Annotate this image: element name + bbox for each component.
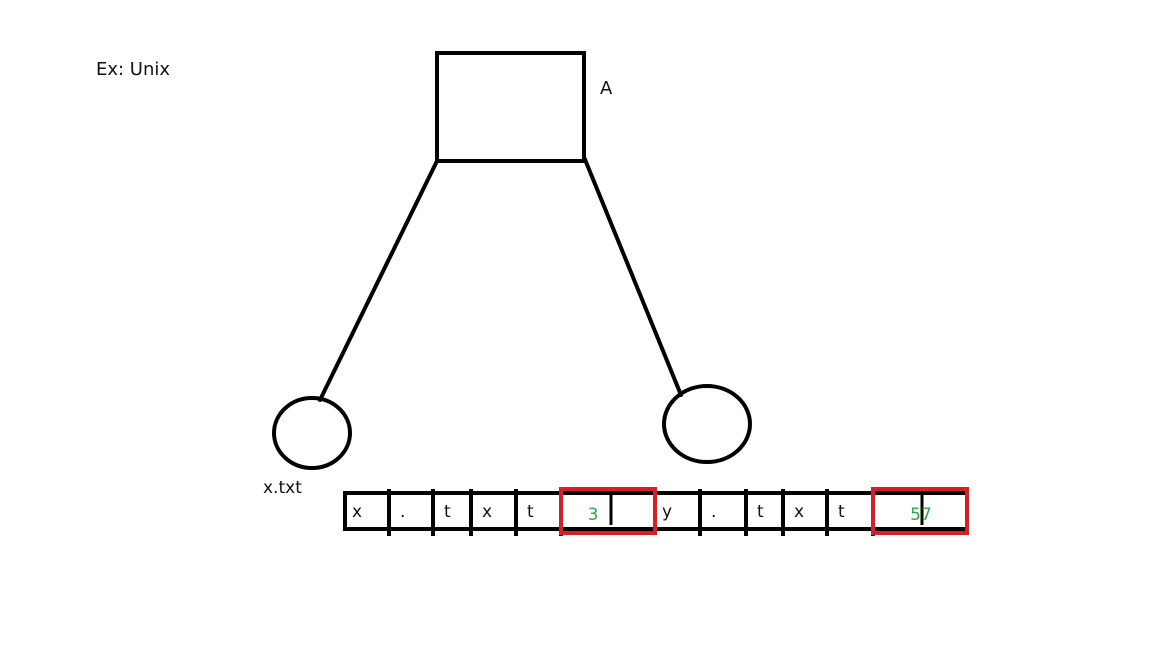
example-heading: Ex: Unix — [96, 59, 170, 80]
inode-number: 3 — [588, 505, 599, 525]
directory-entry-table: x. t x t 3 y. t x t 57 — [343, 487, 969, 536]
entry-char: t — [838, 502, 845, 522]
directory-node-box — [435, 51, 586, 163]
edge-to-right-file — [582, 155, 683, 397]
entry-char: x — [794, 502, 804, 522]
entry-char: x — [352, 502, 362, 522]
edge-to-left-file — [318, 159, 439, 402]
entry-char: x — [482, 502, 492, 522]
entry-char: . — [400, 502, 405, 522]
entry-char: t — [444, 502, 451, 522]
entry-char: t — [527, 502, 534, 522]
inode-number: 57 — [910, 505, 932, 525]
entry-char: . — [711, 502, 716, 522]
inode-highlight-box — [871, 487, 969, 535]
inode-highlight-box — [559, 487, 657, 535]
file-node-right — [662, 384, 752, 464]
directory-label: A — [600, 78, 613, 99]
left-file-label: x.txt — [263, 478, 302, 498]
entry-char: t — [757, 502, 764, 522]
entry-char: y — [662, 502, 672, 522]
file-node-left — [272, 396, 352, 470]
